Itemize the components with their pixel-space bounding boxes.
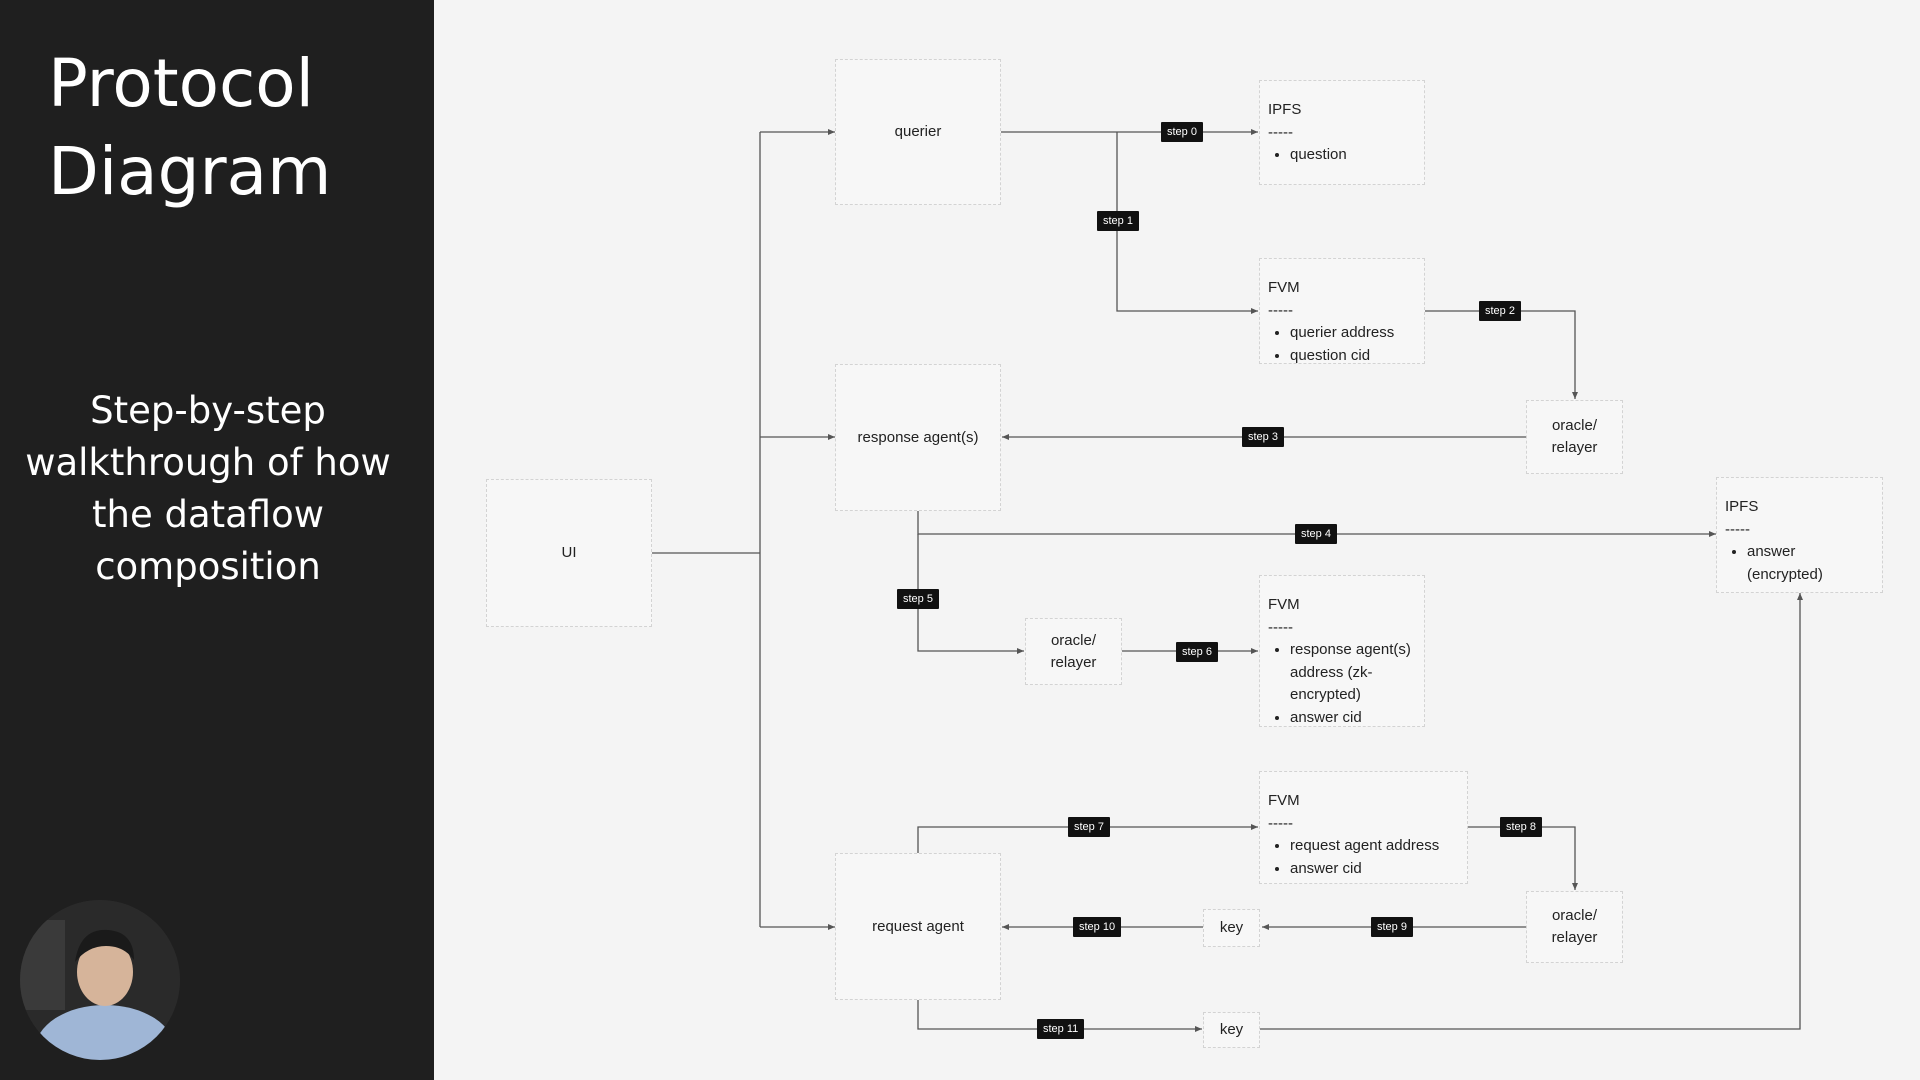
step-0-badge: step 0	[1161, 122, 1203, 142]
list-item: answer cid	[1290, 858, 1459, 881]
fvm-request-list: request agent address answer cid	[1268, 835, 1459, 880]
connector-step5	[917, 534, 1024, 654]
oracle-relayer-middle-label: oracle/relayer	[1051, 630, 1097, 674]
fvm-querier-title: FVM	[1268, 279, 1300, 296]
response-agent-node[interactable]: response agent(s)	[835, 364, 1001, 511]
list-item: answer cid	[1290, 707, 1416, 730]
list-item: response agent(s) address (zk-encrypted)	[1290, 639, 1416, 707]
querier-node-label: querier	[894, 123, 942, 140]
connector-key-to-ipfs-answer	[1260, 593, 1803, 1030]
oracle-bottom-line2: relayer	[1551, 929, 1598, 946]
ipfs-question-title: IPFS	[1268, 101, 1302, 118]
oracle-relayer-bottom-label: oracle/relayer	[1552, 905, 1598, 949]
fvm-querier-node[interactable]: FVM ----- querier address question cid	[1259, 258, 1425, 364]
presenter-webcam-avatar	[20, 900, 180, 1060]
fvm-response-node[interactable]: FVM ----- response agent(s) address (zk-…	[1259, 575, 1425, 727]
oracle-relayer-top-label: oracle/relayer	[1552, 415, 1598, 459]
key-node-bottom-label: key	[1219, 1021, 1244, 1038]
key-node-bottom[interactable]: key	[1203, 1012, 1260, 1048]
connector-step7	[917, 824, 1258, 853]
fvm-querier-divider: -----	[1268, 301, 1293, 319]
oracle-bottom-line1: oracle/	[1551, 907, 1597, 924]
list-item: querier address	[1290, 322, 1416, 345]
step-4-badge: step 4	[1295, 524, 1337, 544]
oracle-top-line1: oracle/	[1551, 417, 1597, 434]
connector-step2	[1425, 310, 1578, 399]
fvm-request-node[interactable]: FVM ----- request agent address answer c…	[1259, 771, 1468, 884]
step-6-badge: step 6	[1176, 642, 1218, 662]
sidebar: Protocol Diagram Step-by-step walkthroug…	[0, 0, 434, 1080]
step-10-badge: step 10	[1073, 917, 1122, 937]
ipfs-question-node[interactable]: IPFS ----- question	[1259, 80, 1425, 185]
key-node-top-label: key	[1219, 919, 1244, 936]
connector-step1	[1116, 132, 1258, 314]
page-subtitle: Step-by-step walkthrough of how the data…	[25, 389, 391, 588]
oracle-relayer-node-top[interactable]: oracle/relayer	[1526, 400, 1623, 474]
page-title: Protocol Diagram	[48, 40, 408, 216]
step-7-badge: step 7	[1068, 817, 1110, 837]
step-9-badge: step 9	[1371, 917, 1413, 937]
page-title-line2: Diagram	[48, 133, 332, 210]
request-agent-node[interactable]: request agent	[835, 853, 1001, 1000]
response-agent-node-label: response agent(s)	[857, 428, 979, 446]
step-8-badge: step 8	[1500, 817, 1542, 837]
ui-node[interactable]: UI	[486, 479, 652, 627]
oracle-relayer-node-bottom[interactable]: oracle/relayer	[1526, 891, 1623, 963]
request-agent-node-label: request agent	[872, 917, 964, 935]
fvm-response-list: response agent(s) address (zk-encrypted)…	[1268, 639, 1416, 729]
step-3-badge: step 3	[1242, 427, 1284, 447]
querier-node[interactable]: querier	[835, 59, 1001, 205]
fvm-response-title: FVM	[1268, 596, 1300, 613]
fvm-querier-list: querier address question cid	[1268, 322, 1416, 367]
fvm-request-divider: -----	[1268, 814, 1293, 832]
oracle-top-line2: relayer	[1551, 439, 1598, 456]
ipfs-answer-divider: -----	[1725, 520, 1750, 538]
page-title-line1: Protocol	[48, 45, 314, 122]
ipfs-answer-list: answer (encrypted)	[1725, 541, 1874, 586]
step-1-badge: step 1	[1097, 211, 1139, 231]
ipfs-question-list: question	[1268, 144, 1416, 167]
list-item: question	[1290, 144, 1416, 167]
fvm-response-divider: -----	[1268, 618, 1293, 636]
connector-step11	[917, 1000, 1202, 1032]
oracle-mid-line1: oracle/	[1050, 631, 1096, 649]
list-item: answer (encrypted)	[1747, 541, 1874, 586]
ipfs-answer-node[interactable]: IPFS ----- answer (encrypted)	[1716, 477, 1883, 593]
list-item: request agent address	[1290, 835, 1459, 858]
ipfs-question-divider: -----	[1268, 123, 1293, 141]
list-item: question cid	[1290, 345, 1416, 368]
fvm-request-title: FVM	[1268, 792, 1300, 809]
step-11-badge: step 11	[1037, 1019, 1085, 1039]
oracle-mid-line2: relayer	[1050, 653, 1097, 671]
ipfs-answer-title: IPFS	[1725, 498, 1759, 515]
step-2-badge: step 2	[1479, 301, 1521, 321]
step-5-badge: step 5	[897, 589, 939, 609]
key-node-top[interactable]: key	[1203, 909, 1260, 947]
ui-node-label: UI	[561, 544, 577, 561]
presenter-silhouette-icon	[20, 900, 180, 1060]
oracle-relayer-node-middle[interactable]: oracle/relayer	[1025, 618, 1122, 685]
